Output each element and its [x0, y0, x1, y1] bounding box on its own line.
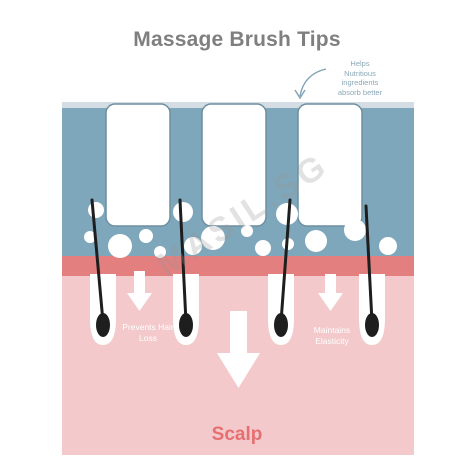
brush-tip [201, 103, 267, 227]
scalp-surface-band [62, 256, 414, 276]
annotation-line: absorb better [337, 87, 383, 97]
brush-tip [105, 103, 171, 227]
bubble [379, 237, 397, 255]
curved-arrow-icon [294, 68, 327, 100]
down-arrow-icon [217, 311, 260, 388]
annotation-note: Helps Nutritious ingredients absorb bett… [318, 59, 402, 97]
annotation-line: Helps [350, 59, 370, 68]
hair-follicle [268, 198, 294, 345]
maintains-elasticity-label: Maintains Elasticity [313, 325, 351, 346]
brush-tip [297, 103, 363, 227]
annotation-line: Nutritious [344, 68, 376, 78]
bubble [88, 202, 104, 218]
bubble [108, 234, 132, 258]
bubble [184, 237, 202, 255]
annotation-line: ingredients [341, 78, 379, 87]
bubble [305, 230, 327, 252]
bubble [255, 240, 271, 256]
bubble [154, 246, 166, 258]
bubble [173, 202, 193, 222]
bubble [241, 225, 253, 237]
scalp-label: Scalp [211, 424, 263, 445]
hair-follicle [359, 204, 385, 345]
bubble [344, 219, 366, 241]
prevents-hair-loss-label: Prevents Hair Loss [122, 322, 174, 343]
hair-follicle [173, 198, 199, 345]
bubble [139, 229, 153, 243]
diagram-title: Massage Brush Tips [133, 28, 341, 51]
bubble [276, 203, 298, 225]
bubble [84, 231, 96, 243]
down-arrow-icon [318, 274, 343, 311]
down-arrow-icon [127, 271, 152, 311]
bubble [201, 226, 225, 250]
hair-follicle [90, 198, 116, 345]
